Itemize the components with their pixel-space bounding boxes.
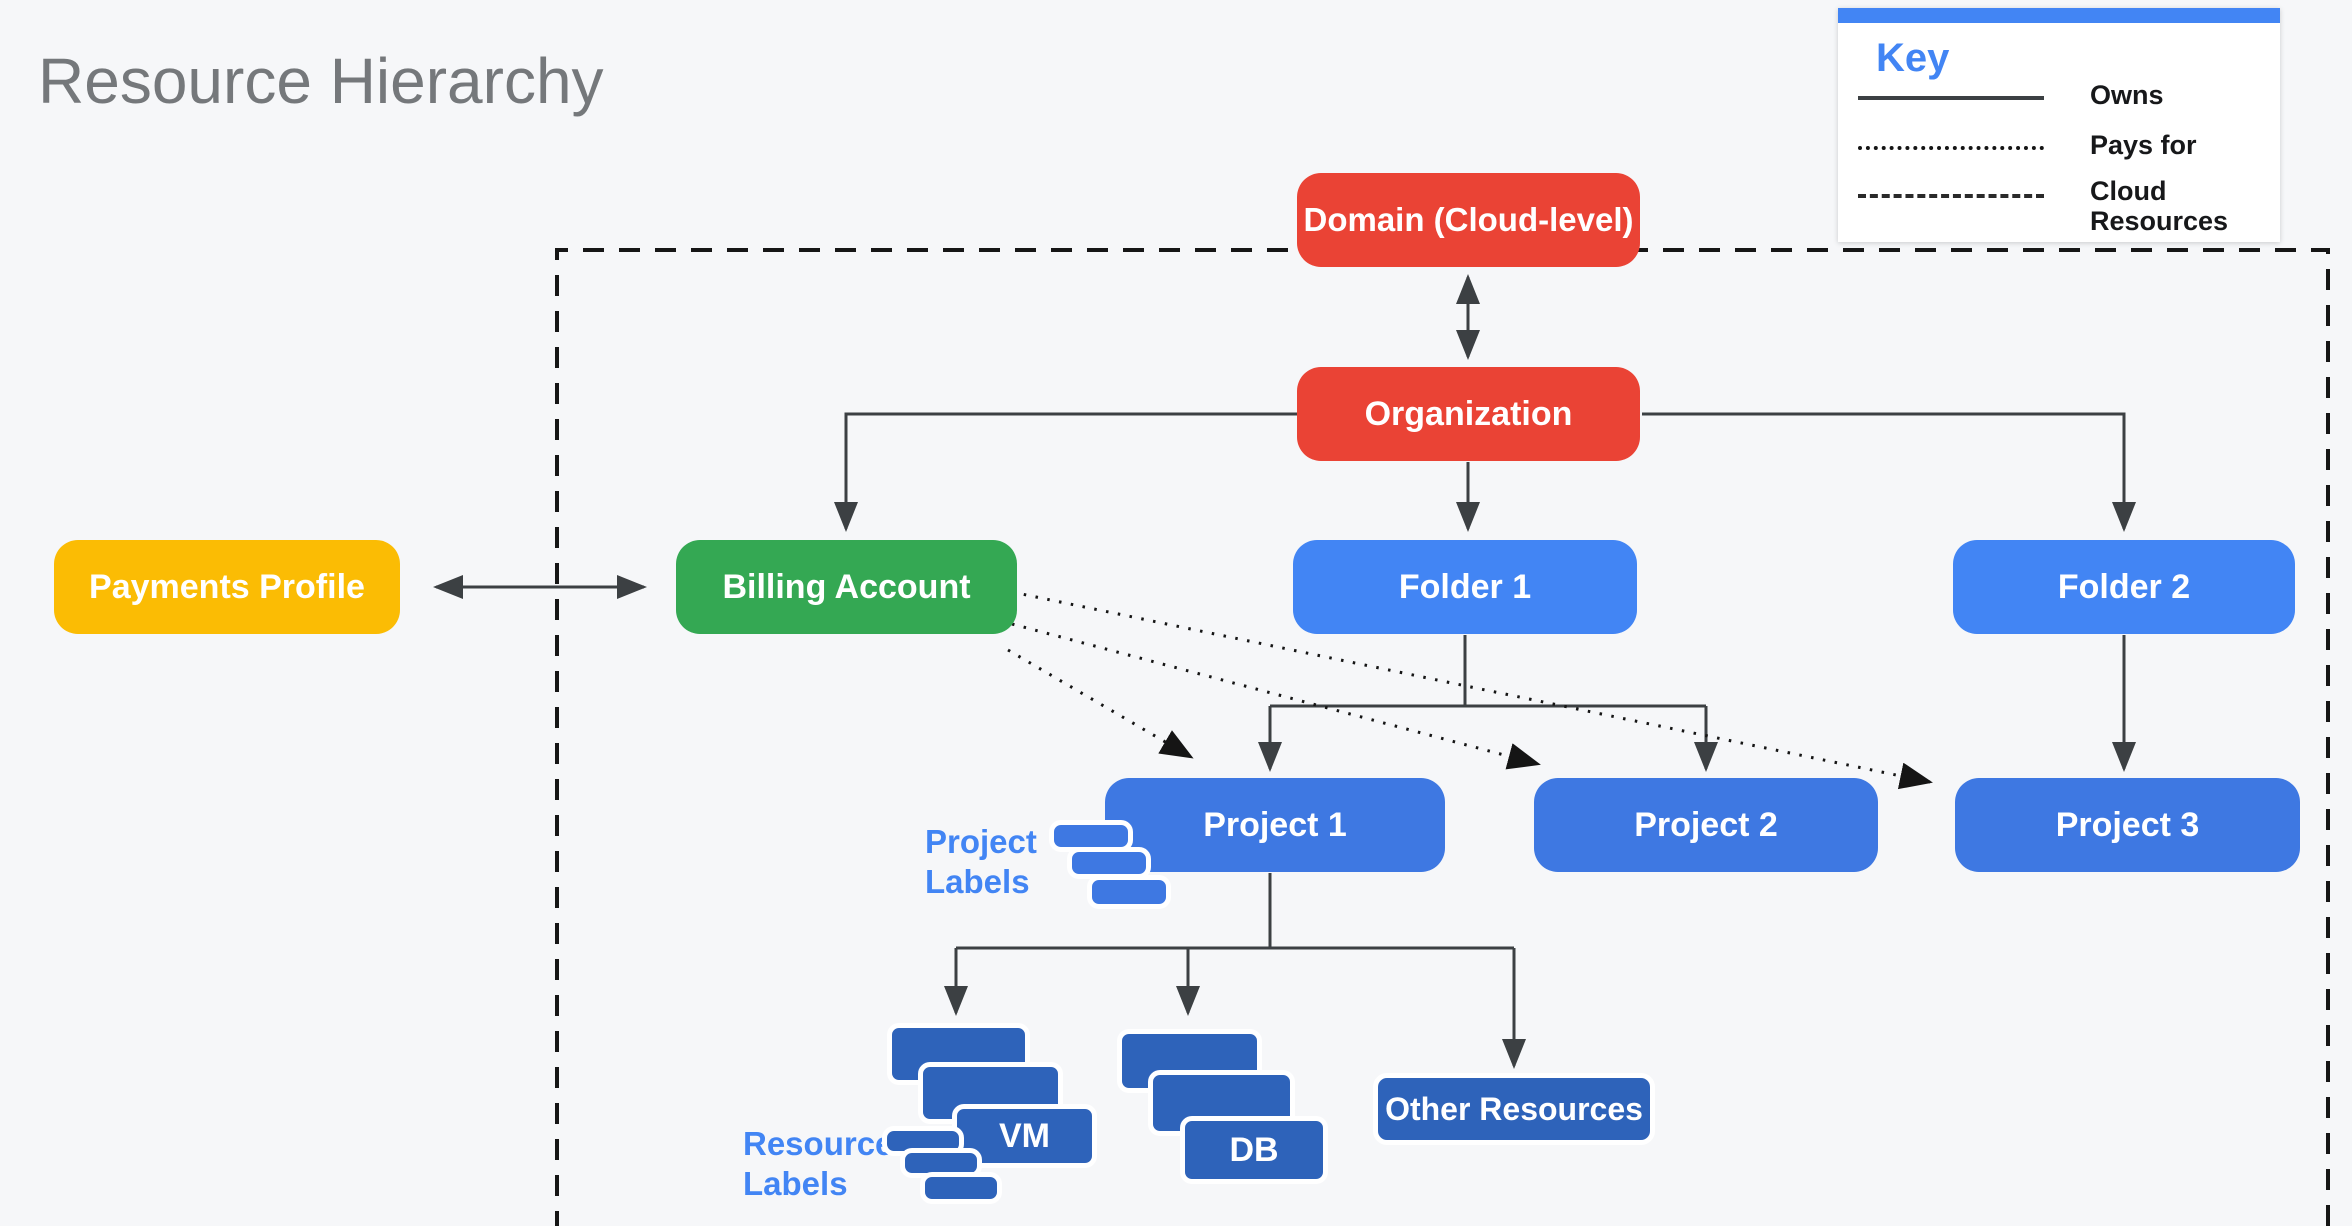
node-organization-label: Organization (1364, 394, 1573, 433)
legend-dashed-line-sample (1858, 194, 2044, 198)
legend-header-bar (1838, 8, 2280, 23)
node-project2-label: Project 2 (1634, 805, 1778, 844)
legend-title: Key (1876, 36, 1950, 80)
node-other-resources-label: Other Resources (1385, 1090, 1643, 1127)
edge-organization-folder2 (1642, 412, 2136, 532)
vm-resource-card-labeled: VM (952, 1104, 1097, 1168)
node-project3: Project 3 (1955, 778, 2300, 872)
edge-billing-project1 (1007, 648, 1194, 759)
node-project3-label: Project 3 (2055, 805, 2200, 844)
legend-dotted-line-sample (1858, 146, 2044, 150)
node-folder1: Folder 1 (1293, 540, 1637, 634)
node-payments-profile: Payments Profile (54, 540, 400, 634)
db-label: DB (1229, 1130, 1279, 1169)
project-label-card (1087, 875, 1171, 909)
edge-organization-billing (834, 412, 1297, 532)
resource-labels-annotation: Resource Labels (743, 1125, 894, 1202)
db-resource-card-labeled: DB (1180, 1116, 1328, 1184)
node-payments-profile-label: Payments Profile (89, 567, 365, 606)
node-project1: Project 1 (1105, 778, 1445, 872)
vm-label: VM (999, 1116, 1050, 1155)
cloud-resources-boundary (555, 248, 2330, 1226)
node-other-resources: Other Resources (1373, 1073, 1655, 1145)
node-domain-label: Domain (Cloud-level) (1303, 201, 1634, 238)
legend-label-pays-for: Pays for (2090, 130, 2197, 160)
node-organization: Organization (1297, 367, 1640, 461)
legend: Key Owns Pays for Cloud Resources (1838, 8, 2280, 242)
node-billing-account-label: Billing Account (722, 567, 971, 606)
page-title: Resource Hierarchy (38, 45, 604, 117)
legend-solid-line-sample (1858, 96, 2044, 100)
resource-label-card (920, 1172, 1002, 1204)
node-domain: Domain (Cloud-level) (1297, 173, 1640, 267)
node-project1-label: Project 1 (1203, 805, 1347, 844)
node-folder2: Folder 2 (1953, 540, 2295, 634)
legend-label-owns: Owns (2090, 80, 2164, 110)
project-labels-annotation: Project Labels (925, 823, 1037, 900)
node-folder1-label: Folder 1 (1398, 567, 1532, 606)
node-project2: Project 2 (1534, 778, 1878, 872)
node-folder2-label: Folder 2 (2057, 567, 2191, 606)
node-billing-account: Billing Account (676, 540, 1017, 634)
edge-billing-project2 (1011, 622, 1541, 770)
edge-billing-project3 (1011, 590, 1933, 790)
legend-label-cloud-resources: Cloud Resources (2090, 176, 2229, 236)
